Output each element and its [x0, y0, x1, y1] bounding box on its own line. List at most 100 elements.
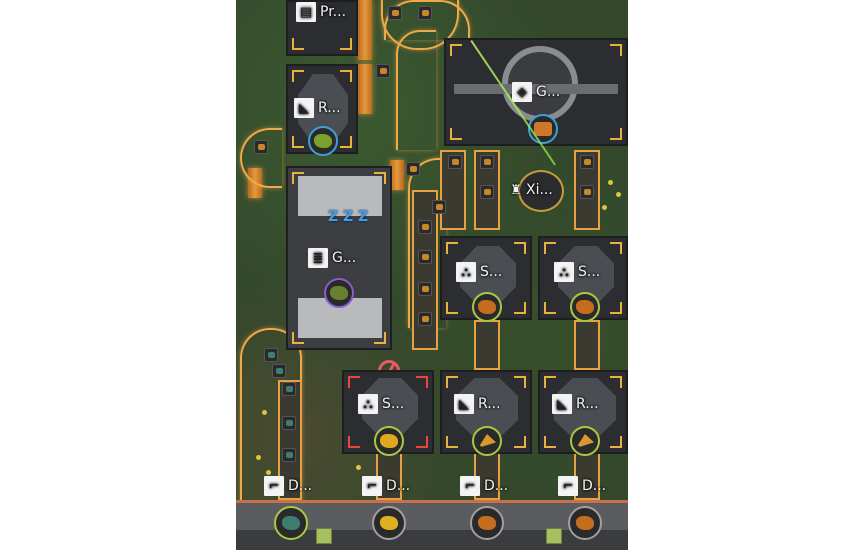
item-on-belt — [272, 364, 286, 378]
conveyor-belt[interactable] — [358, 64, 372, 114]
item-on-belt — [376, 64, 390, 78]
grinder-arm — [454, 84, 618, 94]
building-name: G... — [332, 250, 357, 266]
building-label: ⛬ S... — [358, 394, 404, 414]
output-resource-ring[interactable] — [374, 426, 404, 456]
building-label: ◣ R... — [454, 394, 501, 414]
building-refinery[interactable]: ◣ R... — [440, 370, 532, 456]
item-on-belt — [480, 155, 494, 169]
refinery-icon: ◣ — [294, 98, 314, 118]
cube-compress-icon: ◈ — [512, 82, 532, 102]
building-name: S... — [480, 264, 503, 280]
dock-name: D... — [288, 478, 313, 494]
dock-name: D... — [484, 478, 509, 494]
building-grinder[interactable]: ◈ G... — [444, 38, 628, 146]
item-on-belt — [254, 140, 268, 154]
conveyor-lane[interactable] — [412, 190, 438, 350]
xi-turret[interactable] — [518, 170, 564, 212]
ground-flower — [266, 470, 271, 475]
ground-flower — [256, 455, 261, 460]
conveyor-belt[interactable] — [390, 160, 404, 190]
dock-label: ⌐ D... — [558, 476, 606, 496]
output-resource-ring[interactable] — [528, 114, 558, 144]
item-on-belt — [418, 6, 432, 20]
item-on-belt — [580, 185, 594, 199]
building-name: G... — [536, 84, 561, 100]
ground-flower — [616, 192, 621, 197]
conveyor-belt[interactable] — [358, 0, 372, 60]
building-name: R... — [576, 396, 599, 412]
item-on-belt — [282, 416, 296, 430]
building-refinery[interactable]: ◣ R... — [538, 370, 628, 456]
dock-resource-ring[interactable] — [372, 506, 406, 540]
output-resource-ring[interactable] — [472, 292, 502, 322]
ground-flower — [262, 410, 267, 415]
conveyor-lane[interactable] — [474, 320, 500, 370]
dock-resource-ring[interactable] — [568, 506, 602, 540]
item-on-belt — [418, 220, 432, 234]
building-label: ⛬ S... — [456, 262, 502, 282]
smelter-icon: ⛬ — [554, 262, 574, 282]
drill-icon: ⌐ — [558, 476, 578, 496]
output-resource-ring[interactable] — [472, 426, 502, 456]
building-name: R... — [478, 396, 501, 412]
output-resource-ring[interactable] — [570, 292, 600, 322]
building-name: Xi... — [526, 182, 553, 198]
item-on-belt — [418, 312, 432, 326]
conveyor-curve[interactable] — [396, 30, 436, 150]
building-label: ≣ G... — [308, 248, 356, 268]
building-refinery[interactable]: ◣ R... — [286, 64, 358, 156]
building-label: ♜ Xi... — [510, 180, 553, 200]
ground-flower — [356, 465, 361, 470]
item-on-belt — [432, 200, 446, 214]
output-resource-ring[interactable] — [308, 126, 338, 156]
building-name: S... — [382, 396, 405, 412]
drill-icon: ⌐ — [362, 476, 382, 496]
building-name: S... — [578, 264, 601, 280]
item-on-belt — [282, 448, 296, 462]
item-on-belt — [480, 185, 494, 199]
building-label: ◣ R... — [294, 98, 341, 118]
item-on-belt — [448, 155, 462, 169]
building-label: ◈ G... — [512, 82, 560, 102]
ground-flower — [602, 205, 607, 210]
conveyor-curve[interactable] — [240, 128, 282, 188]
smelter-icon: ⛬ — [358, 394, 378, 414]
conveyor-curve[interactable] — [408, 158, 446, 328]
building-name: R... — [318, 100, 341, 116]
item-on-belt — [388, 6, 402, 20]
dock-label: ⌐ D... — [362, 476, 410, 496]
building-smelter[interactable]: ⛬ S... — [538, 236, 628, 322]
drill-icon: ⌐ — [264, 476, 284, 496]
dock-label: ⌐ D... — [460, 476, 508, 496]
item-on-belt — [264, 348, 278, 362]
ground-flower — [608, 180, 613, 185]
dock-name: D... — [386, 478, 411, 494]
dock-label: ⌐ D... — [264, 476, 312, 496]
dock-marker — [546, 528, 562, 544]
building-label: ⛬ S... — [554, 262, 600, 282]
drill-icon: ⌐ — [460, 476, 480, 496]
building-smelter[interactable]: ⛬ S... — [440, 236, 532, 322]
building-smelter-disabled[interactable]: ⛬ S... — [342, 370, 434, 456]
smelter-icon: ⛬ — [456, 262, 476, 282]
item-on-belt — [406, 162, 420, 176]
output-resource-ring[interactable] — [570, 426, 600, 456]
game-viewport[interactable]: ▤ Pr... ◣ R... ◈ G... Z Z Z ≣ G... — [236, 0, 628, 550]
dock-name: D... — [582, 478, 607, 494]
conveyor-lane[interactable] — [574, 320, 600, 370]
item-on-belt — [282, 382, 296, 396]
item-on-belt — [418, 282, 432, 296]
sleeping-zzz-icon: Z Z Z — [328, 209, 369, 225]
output-resource-ring[interactable] — [324, 278, 354, 308]
building-label: ▤ Pr... — [296, 2, 346, 22]
building-label: ◣ R... — [552, 394, 599, 414]
dock-marker — [316, 528, 332, 544]
dock-resource-ring[interactable] — [470, 506, 504, 540]
tower-icon: ♜ — [510, 182, 522, 198]
building-printer[interactable]: ▤ Pr... — [286, 0, 358, 56]
printer-icon: ▤ — [296, 2, 316, 22]
item-on-belt — [580, 155, 594, 169]
building-generator[interactable]: Z Z Z ≣ G... — [286, 166, 392, 350]
dock-resource-ring[interactable] — [274, 506, 308, 540]
